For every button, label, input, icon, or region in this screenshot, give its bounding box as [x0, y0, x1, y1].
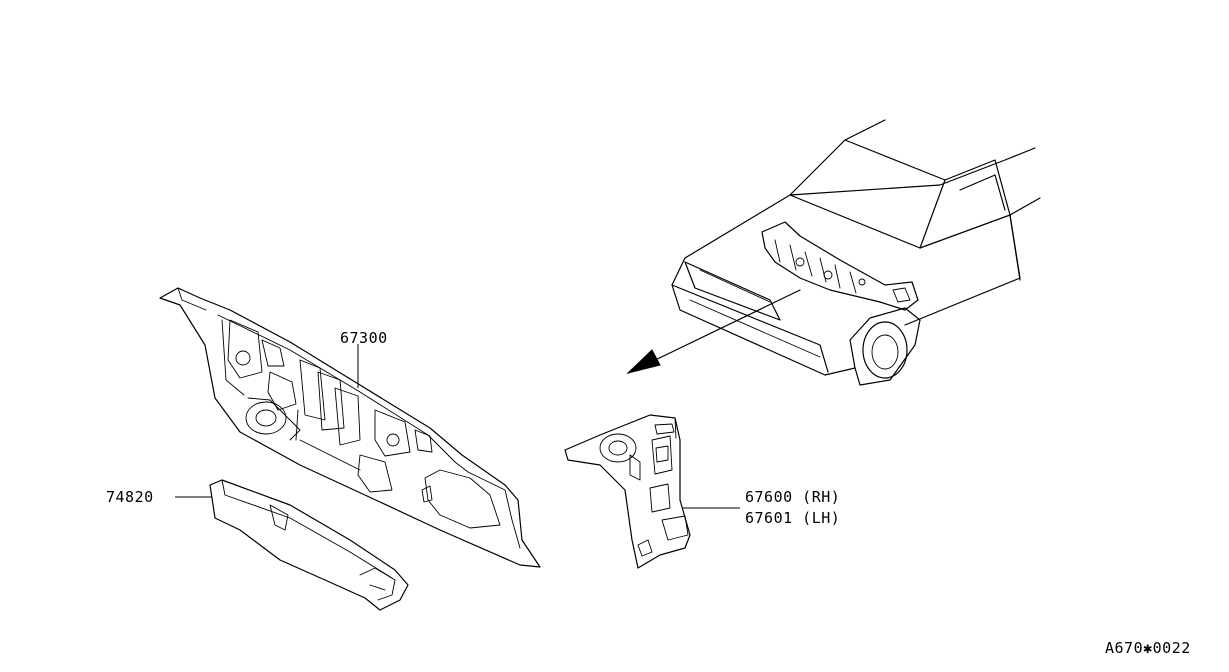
insulator-part: [209, 479, 409, 611]
car-illustration: [671, 119, 1041, 386]
leader-lines: [175, 344, 740, 509]
dash-panel-part: [159, 287, 541, 568]
label-dash-panel: 67300: [340, 329, 388, 347]
side-panel-part: [564, 414, 691, 569]
label-insulator: 74820: [106, 488, 154, 506]
label-side-panel-rh: 67600 (RH): [745, 488, 840, 506]
label-side-panel-lh: 67601 (LH): [745, 509, 840, 527]
direction-arrow: [626, 289, 801, 374]
figure-code: A670✱0022: [1105, 639, 1191, 657]
